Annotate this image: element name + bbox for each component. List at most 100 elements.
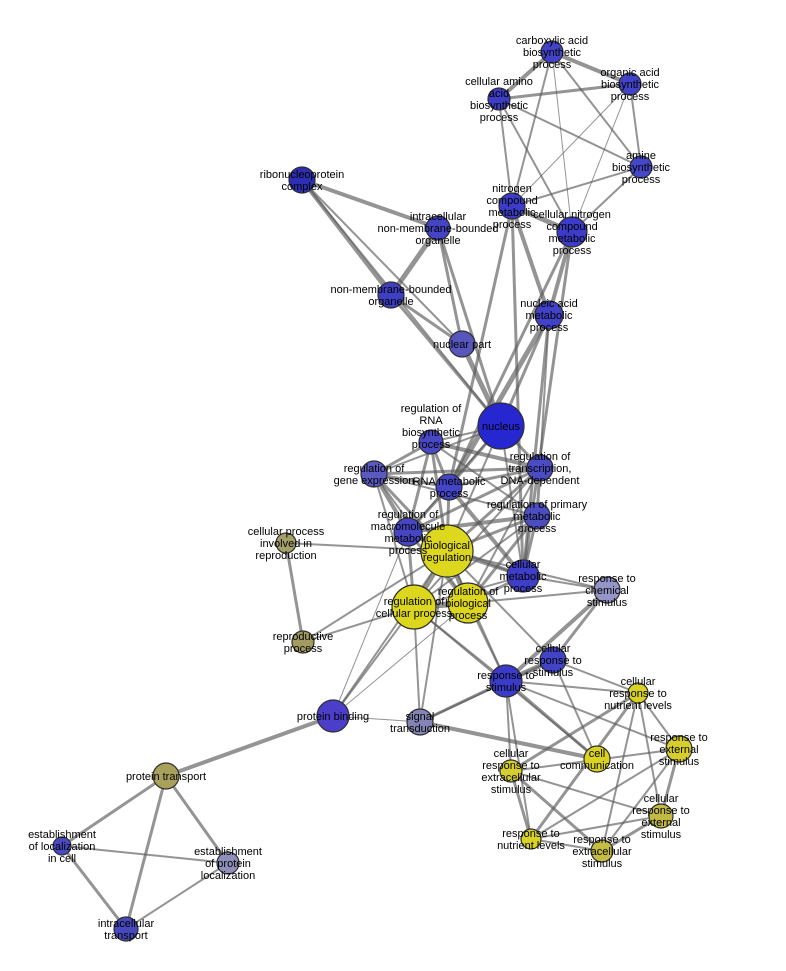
node-ribonucleoprotein[interactable] [288, 166, 316, 194]
graph-edge-intracellular_nmb--nucleus [436, 226, 503, 428]
graph-edge-protein_binding--protein_transport [164, 714, 335, 778]
node-cellular_response_stimulus[interactable] [539, 646, 567, 674]
node-nucleic_acid[interactable] [534, 300, 564, 330]
node-est_localization_cell[interactable] [52, 836, 72, 856]
node-cellular_response_external[interactable] [648, 803, 674, 829]
graph-edge-response_chemical--cellular_response_stimulus [551, 588, 609, 662]
graph-edge-protein_transport--est_protein_localization [164, 774, 230, 865]
graph-edge-cellular_response_extracellular--response_nutrient [509, 769, 533, 841]
node-reg_gene_expression[interactable] [360, 460, 388, 488]
node-cellular_response_extracellular[interactable] [499, 759, 523, 783]
node-intracellular_transport[interactable] [113, 916, 139, 942]
graph-edge-cellular_response_stimulus--cellular_response_nutrient [552, 659, 639, 694]
graph-edge-organic_acid--amine [629, 83, 642, 168]
graph-edge-cellular_response_stimulus--cell_communication [552, 659, 598, 760]
graph-edge-nmb_organelle--nuclear_part [389, 293, 464, 346]
graph-edge-organic_acid--nitrogen_compound [511, 83, 631, 207]
node-protein_binding[interactable] [316, 699, 350, 733]
node-reproductive_process[interactable] [291, 630, 315, 654]
graph-edge-response_nutrient--cellular_response_external [530, 815, 662, 840]
node-est_protein_localization[interactable] [216, 851, 240, 875]
node-response_extracellular[interactable] [590, 839, 614, 863]
graph-edge-protein_binding--biological_regulation [332, 550, 448, 717]
graph-edge-protein_transport--est_localization_cell [60, 774, 168, 848]
graph-edge-reg_transcription--reg_biological [467, 467, 541, 604]
graph-edge-response_chemical--response_stimulus [504, 588, 609, 683]
graph-edge-ribonucleoprotein--nuclear_part [301, 179, 463, 345]
node-cellular_nitrogen[interactable] [556, 216, 588, 248]
graph-edge-cellular_amino_acid--amine [498, 98, 642, 168]
node-organic_acid[interactable] [618, 72, 642, 96]
node-reg_biological[interactable] [447, 582, 489, 624]
node-nucleus[interactable] [477, 402, 525, 450]
graph-edge-cellular_response_nutrient--cellular_response_external [637, 692, 662, 817]
graph-edge-protein_binding--reg_cellular [332, 606, 415, 717]
graph-edge-response_nutrient--response_extracellular [530, 838, 603, 852]
node-carboxylic_acid[interactable] [540, 40, 564, 64]
node-protein_transport[interactable] [152, 762, 180, 790]
node-cellular_response_nutrient[interactable] [627, 682, 649, 704]
graph-edge-response_external--response_extracellular [601, 748, 680, 852]
node-nuclear_part[interactable] [448, 330, 476, 358]
graph-edge-cellular_nitrogen--rna_metabolic [447, 230, 574, 489]
graph-edge-carboxylic_acid--cellular_nitrogen [551, 51, 573, 233]
graph-edge-nitrogen_compound--nucleic_acid [510, 204, 551, 317]
graph-edge-carboxylic_acid--amine [551, 51, 642, 168]
node-reg_transcription[interactable] [526, 454, 554, 482]
graph-edge-rna_metabolic--cellular_metabolic [447, 485, 525, 578]
graph-edge-cellular_response_nutrient--response_nutrient [529, 691, 640, 841]
graph-edge-est_localization_cell--intracellular_transport [60, 844, 128, 931]
node-nitrogen_compound[interactable] [498, 192, 526, 220]
graph-edge-reg_transcription--reg_cellular [413, 467, 541, 608]
graph-edge-carboxylic_acid--organic_acid [550, 50, 632, 86]
graph-edge-nucleus--cellular_metabolic [500, 425, 524, 577]
node-amine[interactable] [629, 155, 653, 179]
node-response_stimulus[interactable] [489, 664, 523, 698]
graph-edge-reg_rna_biosyn--reg_transcription [429, 440, 542, 470]
graph-edge-cellular_process_repro--reproductive_process [284, 541, 305, 644]
graph-edge-reg_transcription--reg_gene_expression [372, 466, 542, 476]
node-reg_primary[interactable] [523, 502, 551, 530]
edges-layer [60, 50, 681, 931]
graph-edge-carboxylic_acid--nitrogen_compound [511, 51, 553, 207]
node-reg_rna_biosyn[interactable] [418, 429, 444, 455]
graph-edge-cellular_amino_acid--carboxylic_acid [497, 50, 554, 101]
graph-edge-cellular_amino_acid--organic_acid [497, 82, 632, 101]
graph-edge-intracellular_nmb--nuclear_part [436, 226, 464, 346]
graph-edge-reg_transcription--rna_metabolic [447, 466, 542, 489]
graph-edge-nitrogen_compound--rna_metabolic [447, 204, 514, 489]
graph-edge-cellular_response_extracellular--response_extracellular [509, 769, 604, 853]
node-cellular_process_repro[interactable] [275, 532, 297, 554]
node-cellular_metabolic[interactable] [506, 559, 540, 593]
graph-edge-response_stimulus--response_nutrient [505, 680, 532, 840]
graph-edge-cellular_process_repro--biological_regulation [285, 542, 448, 552]
node-signal_transduction[interactable] [406, 708, 434, 736]
graph-edge-signal_transduction--biological_regulation [419, 550, 448, 723]
graph-edge-nucleic_acid--cellular_metabolic [521, 313, 551, 578]
graph-edge-cellular_response_extracellular--cellular_response_external [510, 770, 662, 817]
graph-edge-reg_rna_biosyn--reg_macromolecule [406, 440, 433, 534]
graph-edge-ribonucleoprotein--intracellular_nmb [300, 178, 440, 230]
graph-edge-reg_primary--reg_macromolecule [406, 514, 539, 534]
graph-edge-response_external--response_nutrient [530, 748, 680, 840]
node-intracellular_nmb[interactable] [425, 215, 451, 241]
node-rna_metabolic[interactable] [435, 473, 463, 501]
node-response_chemical[interactable] [593, 576, 621, 604]
node-nmb_organelle[interactable] [377, 281, 405, 309]
node-cellular_amino_acid[interactable] [487, 87, 511, 111]
node-response_nutrient[interactable] [520, 828, 542, 850]
node-biological_regulation[interactable] [420, 524, 474, 578]
graph-edge-cell_communication--signal_transduction [418, 720, 599, 761]
graph-edge-protein_transport--intracellular_transport [124, 774, 168, 931]
graph-edge-response_chemical--reg_biological [467, 589, 608, 604]
graph-edge-nmb_organelle--nucleus [389, 293, 503, 428]
graph-edge-amine--cellular_nitrogen [571, 166, 642, 233]
node-response_external[interactable] [665, 735, 693, 763]
node-reg_macromolecule[interactable] [393, 517, 423, 547]
node-cell_communication[interactable] [583, 745, 611, 773]
graph-edge-nucleic_acid--rna_metabolic [446, 312, 552, 490]
graph-edge-response_stimulus--cellular_response_nutrient [505, 680, 639, 694]
node-reg_cellular[interactable] [391, 584, 437, 630]
